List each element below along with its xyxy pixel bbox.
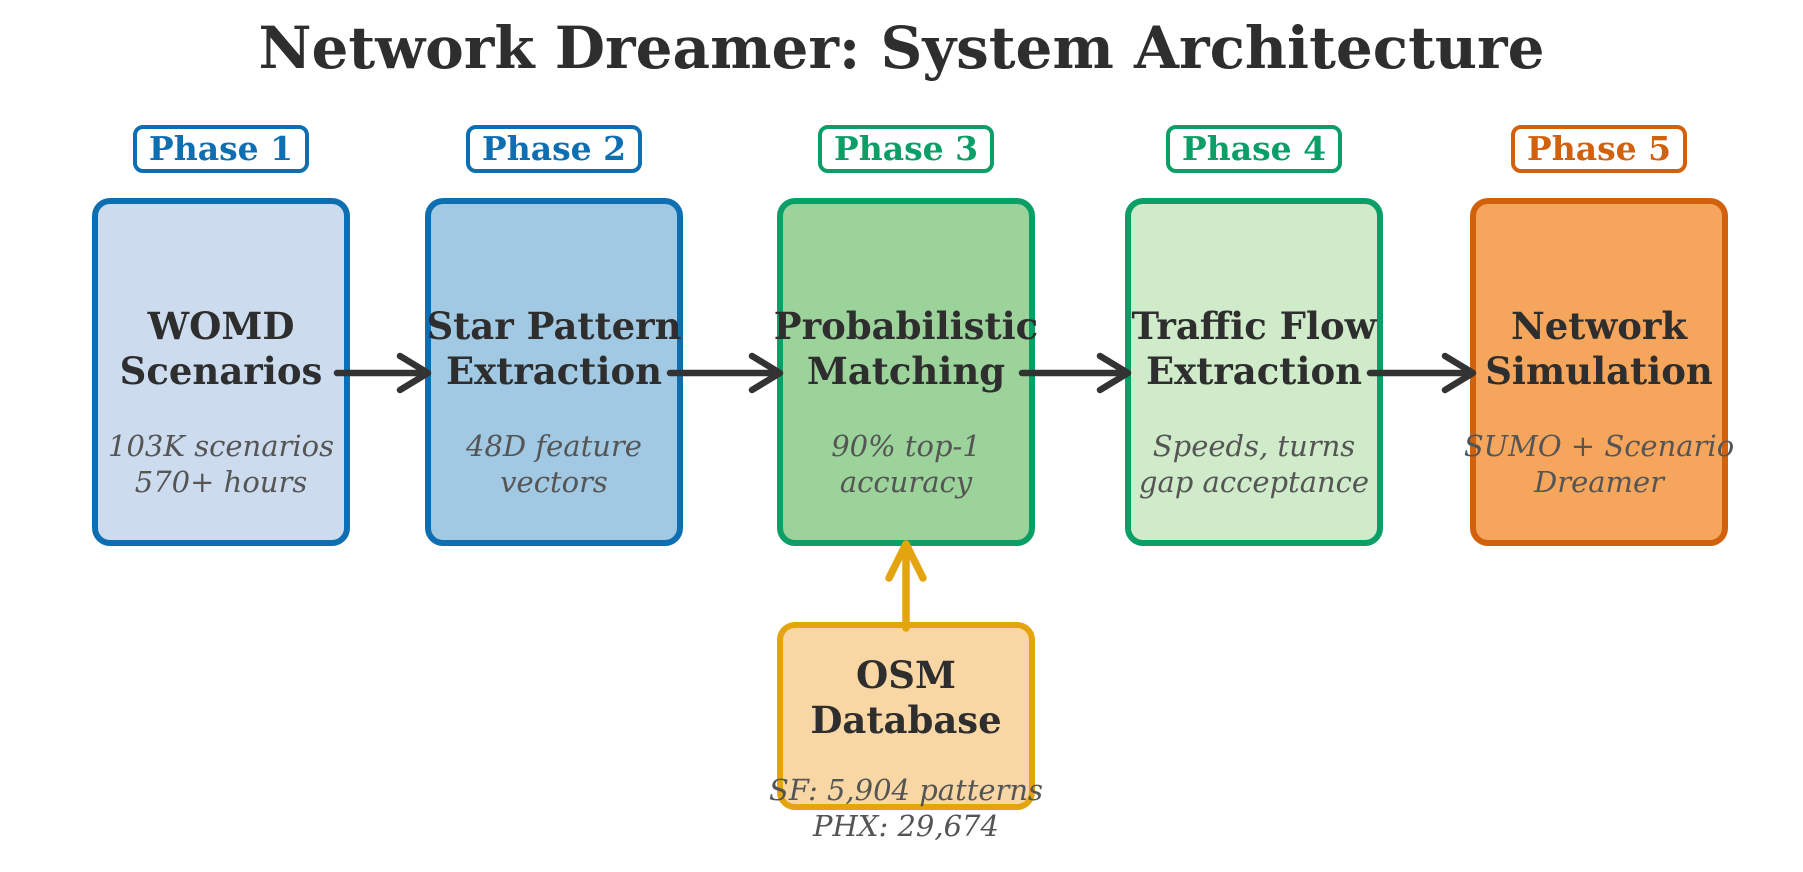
- phase-3-badge: Phase 3: [817, 125, 995, 173]
- phase-1-badge: Phase 1: [132, 125, 310, 173]
- phase-1-badge-wrap: Phase 1: [92, 125, 350, 173]
- phase-2-badge-wrap: Phase 2: [425, 125, 683, 173]
- osm-database-subtitle: SF: 5,904 patterns PHX: 29,674: [769, 773, 1043, 843]
- phase-4-badge-wrap: Phase 4: [1125, 125, 1383, 173]
- osm-database-box: OSM Database SF: 5,904 patterns PHX: 29,…: [769, 622, 1043, 843]
- phase-5-badge: Phase 5: [1510, 125, 1688, 173]
- phase-4-box-title: Traffic Flow Extraction: [1131, 304, 1377, 393]
- phase-5-box-title: Network Simulation: [1485, 304, 1713, 393]
- phase-3-box-subtitle: 90% top-1 accuracy: [831, 429, 981, 499]
- phase-4-badge: Phase 4: [1165, 125, 1343, 173]
- phase-3-box-title: Probabilistic Matching: [773, 304, 1039, 393]
- phase-2-badge: Phase 2: [465, 125, 643, 173]
- phase-1-box-subtitle: 103K scenarios 570+ hours: [108, 429, 334, 499]
- phase-3-badge-wrap: Phase 3: [777, 125, 1035, 173]
- phase-3-box: Probabilistic Matching 90% top-1 accurac…: [774, 198, 1038, 546]
- phase-2-box: Star Pattern Extraction 48D feature vect…: [425, 198, 683, 546]
- osm-to-phase3-arrow-icon: [885, 540, 927, 632]
- phase-5-box-subtitle: SUMO + Scenario Dreamer: [1463, 429, 1735, 499]
- phase-1-box-title: WOMD Scenarios: [119, 304, 323, 393]
- diagram-title: Network Dreamer: System Architecture: [258, 14, 1545, 82]
- phase-2-box-subtitle: 48D feature vectors: [466, 429, 642, 499]
- phase-5-badge-wrap: Phase 5: [1470, 125, 1728, 173]
- phase-1-box: WOMD Scenarios 103K scenarios 570+ hours: [92, 198, 350, 546]
- phase-5-box: Network Simulation SUMO + Scenario Dream…: [1464, 198, 1734, 546]
- phase-2-box-title: Star Pattern Extraction: [426, 304, 682, 393]
- osm-database-title: OSM Database: [810, 653, 1002, 742]
- phase-4-box-subtitle: Speeds, turns gap acceptance: [1138, 429, 1370, 499]
- phase-4-box: Traffic Flow Extraction Speeds, turns ga…: [1125, 198, 1383, 546]
